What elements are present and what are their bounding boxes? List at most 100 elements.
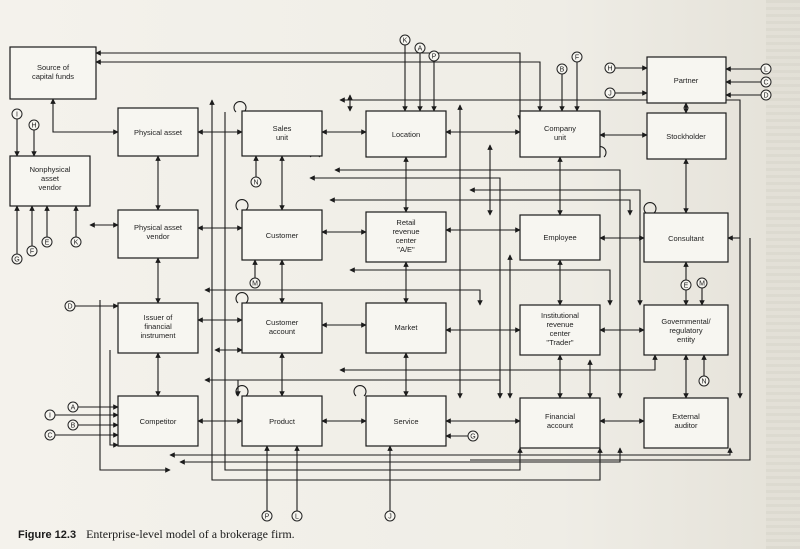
connector-h-left: H xyxy=(28,119,40,131)
relationship-line xyxy=(329,197,633,216)
page-gutter xyxy=(766,0,800,549)
connector-b-comp: B xyxy=(67,419,79,431)
connector-k-vendor: K xyxy=(70,236,82,248)
relationship-line xyxy=(109,350,119,448)
connector-h-partner: H xyxy=(604,62,616,74)
recursive-relationship-loop xyxy=(235,292,249,304)
svg-text:F: F xyxy=(30,249,34,256)
svg-text:P: P xyxy=(265,514,270,521)
relationship-line xyxy=(339,97,743,399)
connector-p-top: P xyxy=(428,50,440,62)
entity-stockholder: Stockholder xyxy=(646,112,727,160)
connector-l-bottom: L xyxy=(291,510,303,522)
svg-text:C: C xyxy=(763,80,768,87)
entity-physical-asset: Physical asset xyxy=(117,107,199,157)
relationship-line xyxy=(99,300,171,473)
connector-n-sales: N xyxy=(250,176,262,188)
connector-j-partner: J xyxy=(604,87,616,99)
svg-text:A: A xyxy=(418,46,423,53)
connector-n-governmental: N xyxy=(698,375,710,387)
recursive-relationship-loop xyxy=(235,199,249,211)
connector-i-comp: I xyxy=(44,409,56,421)
recursive-relationship-loop xyxy=(235,385,249,397)
connector-f-vendor: F xyxy=(26,245,38,257)
svg-text:H: H xyxy=(31,123,36,130)
svg-text:J: J xyxy=(388,514,392,521)
svg-text:E: E xyxy=(45,240,50,247)
relationship-line xyxy=(339,354,658,373)
svg-text:M: M xyxy=(252,281,258,288)
recursive-relationship-loop xyxy=(353,385,367,397)
connector-b-top: B xyxy=(556,63,568,75)
connector-j-bottom: J xyxy=(384,510,396,522)
svg-text:N: N xyxy=(701,379,706,386)
svg-text:B: B xyxy=(71,423,76,430)
connector-d-partner: D xyxy=(760,89,772,101)
svg-text:Employee: Employee xyxy=(543,233,576,242)
connector-g-service: G xyxy=(467,430,479,442)
connector-e-consultant: E xyxy=(680,279,692,291)
svg-text:M: M xyxy=(699,281,705,288)
svg-text:Service: Service xyxy=(393,417,418,426)
relationship-line xyxy=(204,377,503,399)
entity-consultant: Consultant xyxy=(643,212,729,263)
relationship-line xyxy=(309,175,503,399)
connector-c-partner: C xyxy=(760,76,772,88)
connector-a-comp: A xyxy=(67,401,79,413)
svg-text:N: N xyxy=(253,180,258,187)
figure-title: Enterprise-level model of a brokerage fi… xyxy=(86,527,295,541)
svg-text:D: D xyxy=(763,93,768,100)
svg-text:K: K xyxy=(74,240,79,247)
relationship-line xyxy=(169,447,733,458)
svg-text:Consultant: Consultant xyxy=(668,234,705,243)
svg-text:Partner: Partner xyxy=(674,76,699,85)
connector-m-customer: M xyxy=(249,277,261,289)
svg-text:Market: Market xyxy=(395,323,419,332)
entity-partner: Partner xyxy=(646,56,727,104)
connector-d-issuer: D xyxy=(64,300,76,312)
relationship-line xyxy=(334,167,623,399)
svg-text:A: A xyxy=(71,405,76,412)
figure-number: Figure 12.3 xyxy=(18,529,77,541)
connector-e-vendor: E xyxy=(41,236,53,248)
svg-text:Physical asset: Physical asset xyxy=(134,128,183,137)
svg-text:D: D xyxy=(67,304,72,311)
connector-l-partner: L xyxy=(760,63,772,75)
entity-competitor: Competitor xyxy=(117,395,199,447)
relationship-line xyxy=(470,238,751,461)
svg-text:F: F xyxy=(575,55,579,62)
svg-text:Competitor: Competitor xyxy=(140,417,177,426)
recursive-relationship-loop xyxy=(233,101,247,113)
entity-service: Service xyxy=(365,395,447,447)
relationship-line xyxy=(204,287,483,306)
connector-c-comp: C xyxy=(44,429,56,441)
entity-customer: Customer xyxy=(241,209,323,261)
relationship-line xyxy=(179,447,623,465)
svg-text:I: I xyxy=(16,112,18,119)
svg-text:Customer: Customer xyxy=(266,231,299,240)
svg-text:I: I xyxy=(49,413,51,420)
entity-location: Location xyxy=(365,110,447,158)
recursive-relationship-loop xyxy=(643,202,657,214)
